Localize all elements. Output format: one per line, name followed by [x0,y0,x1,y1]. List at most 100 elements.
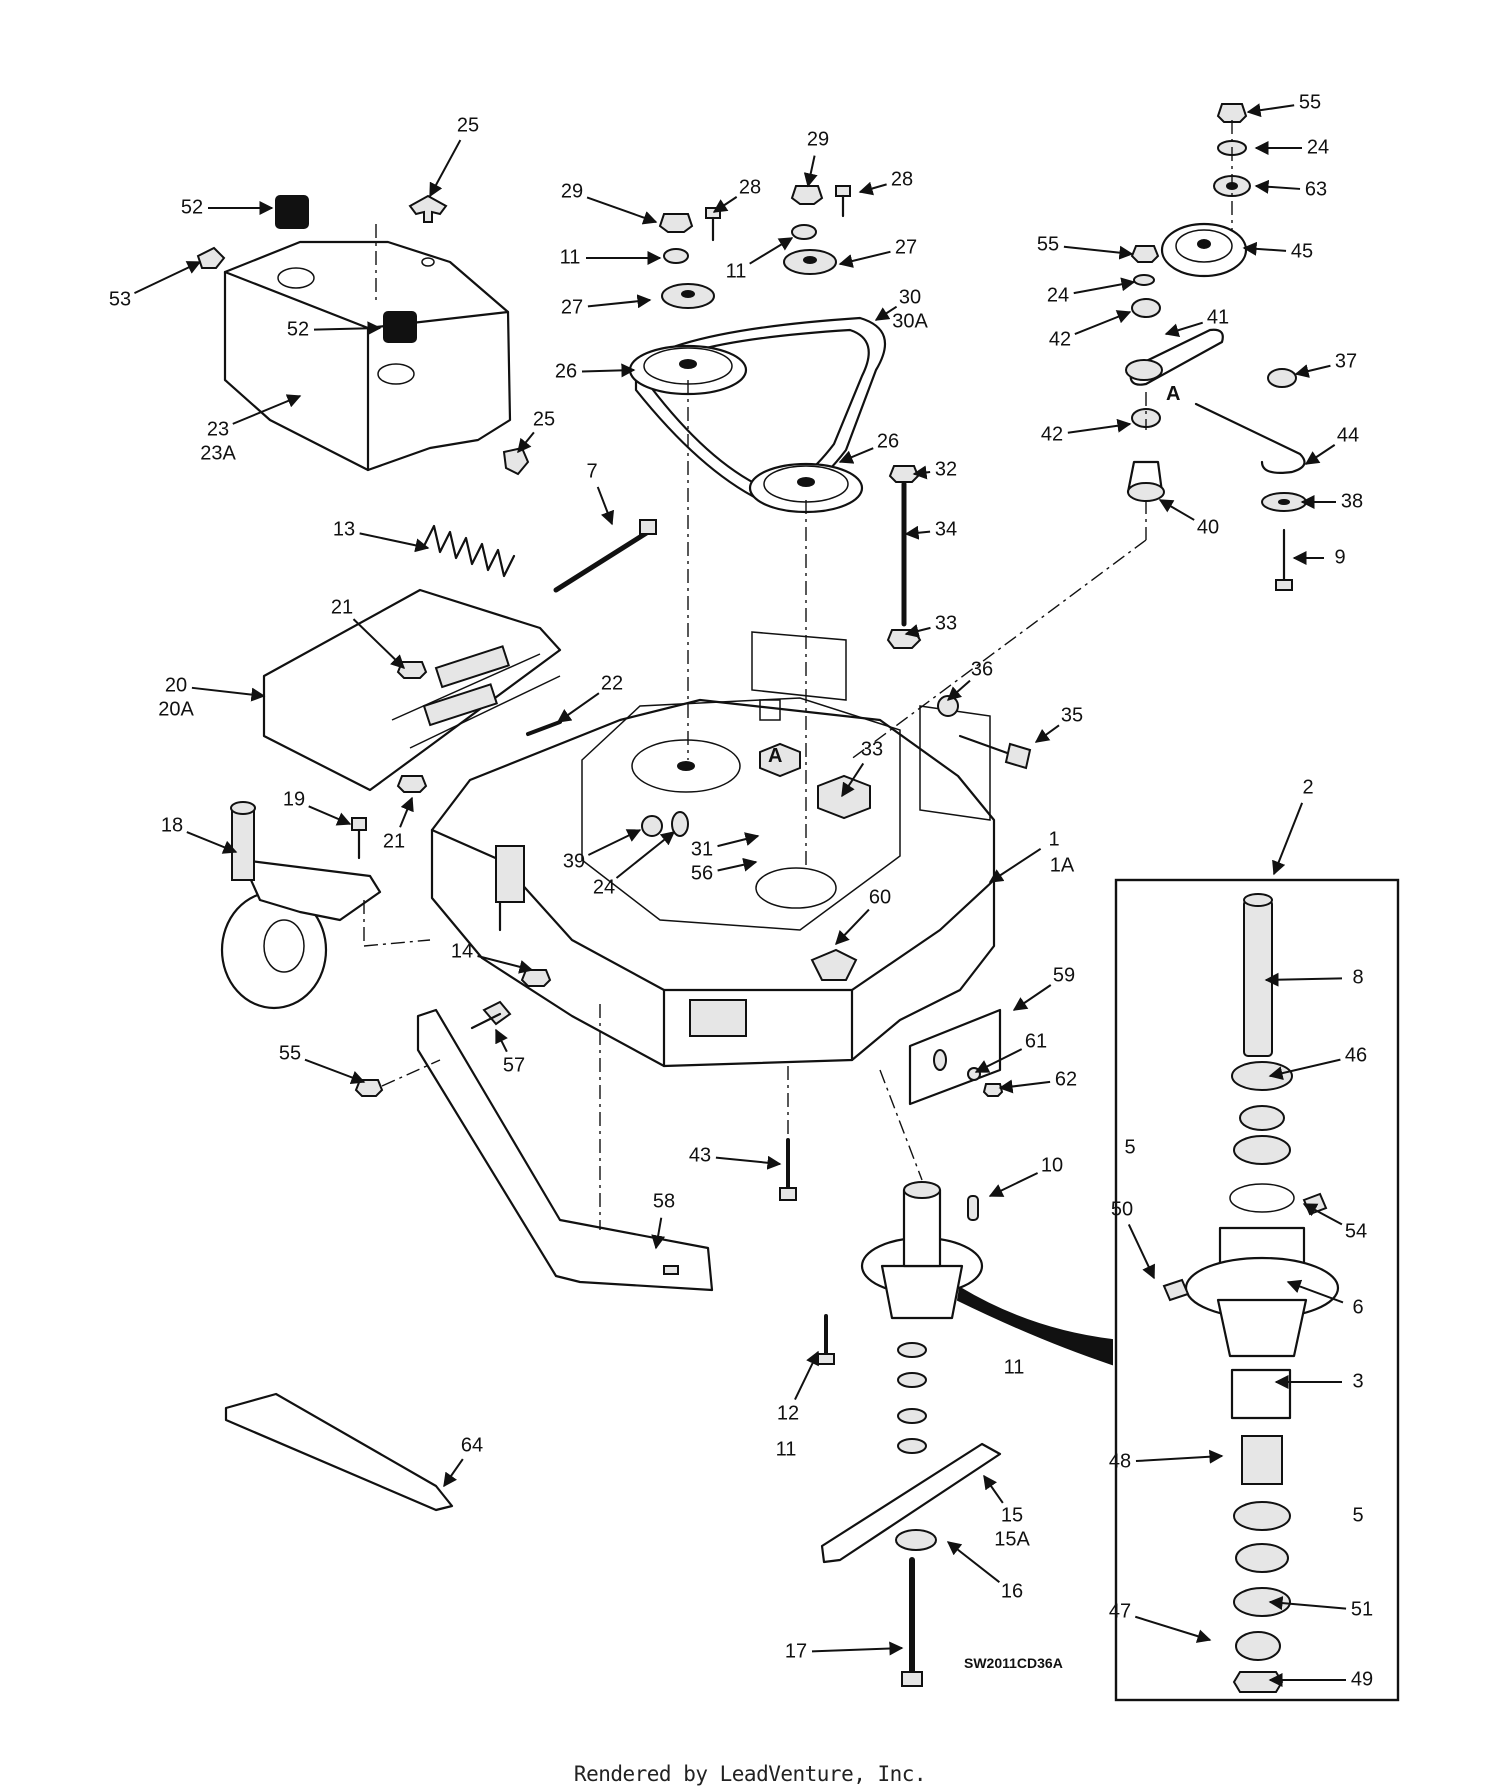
nut-62 [982,1083,1004,1097]
callout-label-c-30: 30 [899,286,921,308]
callout-label-c-32: 32 [935,458,957,480]
callout-label-c-37: 37 [1335,350,1357,372]
grommet-52-top [275,195,309,229]
callout-label-c-48: 48 [1109,1450,1131,1472]
callout-label-c-28b: 28 [891,168,913,190]
leader-arrow-c-53 [134,261,202,295]
callout-label-c-15: 15 [1001,1504,1023,1526]
spacer-37 [1267,368,1297,388]
bolt-28-right [835,185,851,218]
leader-arrow-c-25b [517,431,535,454]
hitch-plate [262,588,562,792]
key-10 [967,1195,979,1221]
leader-arrow-c-57 [495,1028,508,1053]
leader-arrow-c-10 [988,1172,1039,1197]
nut-14 [520,969,552,987]
baffle-58 [416,1008,714,1292]
view-marker-a-deck: A [768,745,782,767]
leader-arrow-c-21a [352,618,406,669]
callout-label-c-11a: 11 [560,246,581,268]
callout-label-c-25b: 25 [533,408,555,430]
leader-arrow-c-28b [858,181,887,196]
callout-label-c-27b: 27 [895,236,917,258]
callout-label-c-31: 31 [691,838,713,860]
callout-label-c-10: 10 [1041,1154,1063,1176]
callout-label-c-12: 12 [777,1402,799,1424]
leader-arrow-c-41 [1164,321,1204,337]
belt-cover [223,240,512,472]
callout-label-c-49: 49 [1351,1668,1373,1690]
callout-label-c-33a: 33 [935,612,957,634]
callout-label-c-8: 8 [1352,966,1363,988]
leader-arrow-c-59 [1012,984,1052,1011]
callout-label-c-56: 56 [691,862,713,884]
callout-label-c-54: 54 [1345,1220,1367,1242]
callout-label-c-13: 13 [333,518,355,540]
grommet-52-mid [383,311,417,343]
leader-arrow-c-63 [1254,179,1301,194]
callout-label-c-15A: 15A [994,1528,1030,1550]
callout-label-c-20: 20 [165,674,187,696]
callout-label-c-40: 40 [1197,516,1219,538]
callout-label-c-60: 60 [869,886,891,908]
nut-32 [888,465,920,483]
callout-label-c-63: 63 [1305,178,1327,200]
callout-label-c-19: 19 [283,788,305,810]
drive-belt [634,316,886,503]
leader-arrow-c-39 [587,829,642,856]
leader-arrow-c-61 [974,1048,1023,1073]
leader-arrow-c-33a [904,624,931,638]
callout-label-c-17: 17 [785,1640,807,1662]
bolt-22 [526,720,562,736]
leader-arrow-c-30 [874,305,898,321]
callout-label-c-38: 38 [1341,490,1363,512]
spring-rod-44 [1194,402,1306,474]
leader-arrow-c-16 [946,1541,1001,1583]
leader-arrow-c-26a [581,363,636,378]
callout-label-c-55b: 55 [1037,233,1059,255]
callout-label-c-36: 36 [971,658,993,680]
knob-53 [196,246,226,269]
view-marker-a-top: A [1166,383,1180,405]
nut-29-left [658,213,694,233]
callout-label-c-29a: 29 [561,180,583,202]
blade-15 [820,1442,1002,1564]
leader-arrow-c-47 [1134,1615,1212,1643]
bracket-27-left [661,283,715,309]
leader-arrow-c-26b [838,447,874,464]
bolt-19 [351,817,367,860]
leader-arrow-c-42a [1074,310,1132,335]
callout-label-c-11c: 11 [1004,1356,1025,1378]
leader-arrow-c-40 [1158,499,1195,521]
pivot-40 [1126,460,1165,502]
spring-13 [422,524,516,578]
callout-label-c-43: 43 [689,1144,711,1166]
leader-arrow-c-1 [988,847,1042,883]
leader-arrow-c-55c [304,1058,366,1085]
callout-label-c-30A: 30A [892,310,928,332]
leader-arrow-c-36 [946,679,971,701]
bolt-17 [901,1557,923,1687]
callout-label-c-34: 34 [935,518,957,540]
leader-arrow-c-11b [749,237,794,265]
leader-arrow-c-37 [1294,364,1331,378]
spindle-detail-box [1114,878,1400,1702]
bolt-60 [810,948,858,981]
callout-label-c-3: 3 [1352,1370,1363,1392]
bushing-42-upper [1131,298,1161,318]
bolt-9 [1275,528,1293,591]
footer-credit: Rendered by LeadVenture, Inc. [573,1762,927,1786]
callout-label-c-25a: 25 [457,114,479,136]
leader-arrow-c-13 [359,532,430,553]
leader-arrow-c-35 [1034,724,1060,743]
knob-25-side [502,446,530,476]
leader-arrow-c-33b [841,762,865,798]
callout-label-c-14: 14 [451,940,473,962]
leader-arrow-c-44 [1304,444,1336,465]
leader-arrow-c-20 [191,686,266,702]
washer-16 [895,1529,937,1551]
nut-21-upper [396,661,428,679]
leader-arrow-c-45 [1242,241,1287,256]
callout-label-c-42a: 42 [1049,328,1071,350]
nut-55-baffle [354,1079,384,1097]
